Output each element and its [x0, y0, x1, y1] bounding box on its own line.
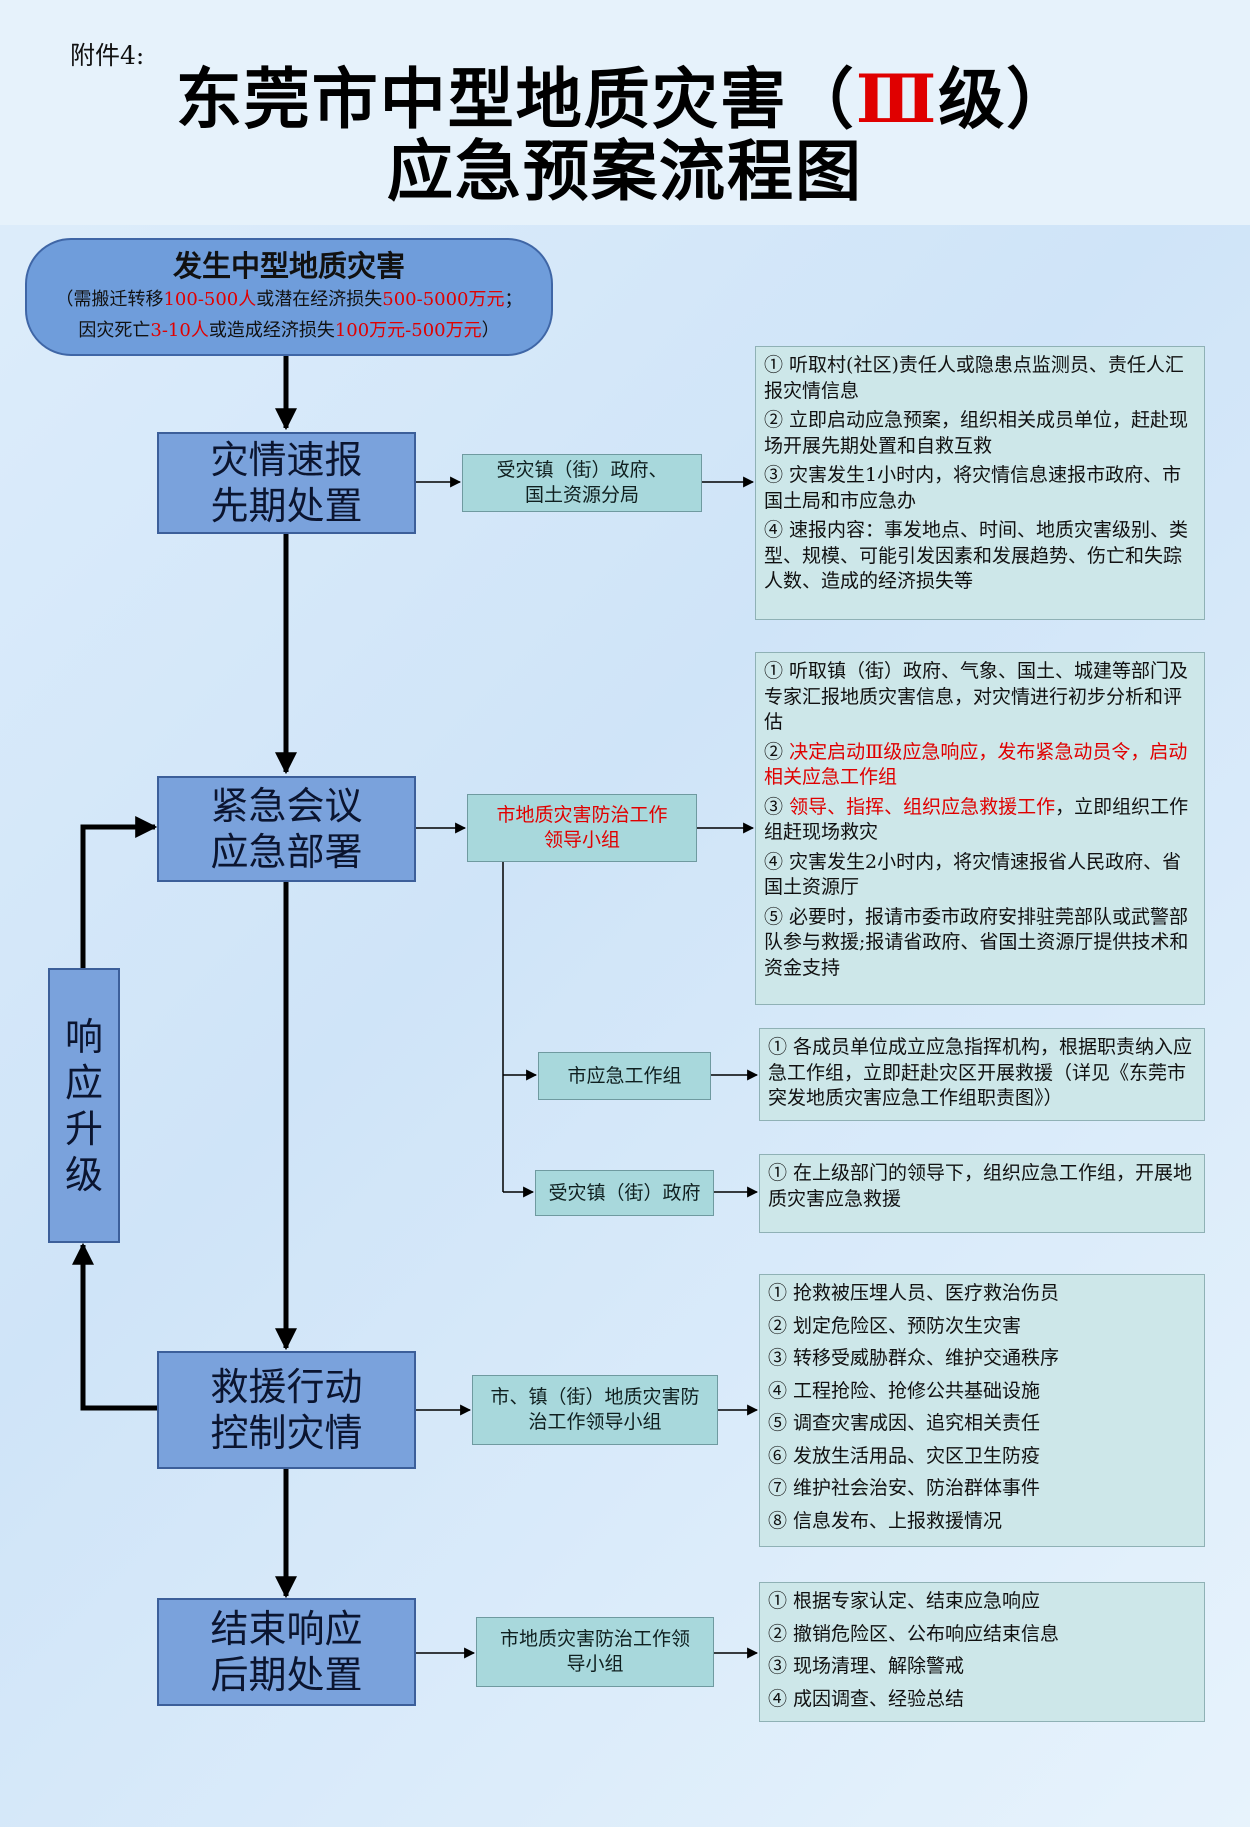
start-text: （需搬迁转移	[55, 289, 164, 310]
start-title: 发生中型地质灾害	[172, 249, 405, 283]
detail-item: ① 根据专家认定、结束应急响应	[768, 1590, 1041, 1612]
detail-item: ③ 领导、指挥、组织应急救援工作，立即组织工作组赶现场救灾	[764, 795, 1196, 846]
detail-item-text: ，立即组织工作组赶现场救灾	[764, 795, 1189, 844]
title-line-1: 东莞市中型地质灾害（Ⅲ级）	[0, 46, 1250, 142]
detail-town-govt: ① 在上级部门的领导下，组织应急工作组，开展地质灾害应急救援	[759, 1154, 1205, 1233]
org-label: 领导小组	[543, 829, 620, 851]
start-line-2: 因灾死亡3-10人或造成经济损失100万元-500万元）	[27, 315, 551, 346]
stage-emergency-meeting: 紧急会议 应急部署	[157, 776, 416, 882]
org-city-emergency-group: 市应急工作组	[538, 1052, 711, 1100]
annex-label: 附件4:	[70, 41, 145, 70]
detail-emergency-meeting: ① 听取镇（街）政府、气象、国土、城建等部门及专家汇报地质灾害信息，对灾情进行初…	[755, 652, 1205, 1005]
stage-label: 结束响应	[210, 1607, 363, 1651]
detail-item-marker: ③	[764, 795, 784, 818]
start-value-red: 100万元-500万元	[334, 320, 482, 341]
detail-item: ④ 工程抢险、抢修公共基础设施	[768, 1379, 1041, 1402]
detail-item: ② 决定启动Ⅲ级应急响应，发布紧急动员令，启动相关应急工作组	[764, 740, 1196, 791]
detail-item: ② 划定危险区、预防次生灾害	[768, 1314, 1022, 1337]
title-line-2: 应急预案流程图	[387, 132, 863, 210]
stage-label: 应急部署	[210, 830, 363, 874]
start-text: ；	[504, 289, 523, 310]
start-line-1: （需搬迁转移100-500人或潜在经济损失500-5000万元；	[27, 284, 551, 315]
stage-label: 先期处置	[210, 484, 363, 528]
arrow-upgrade-to-stage2	[80, 816, 158, 968]
upgrade-char: 响	[64, 1014, 103, 1059]
org-label: 导小组	[566, 1653, 624, 1675]
org-label: 市应急工作组	[567, 1064, 682, 1087]
stage-flash-report: 灾情速报 先期处置	[157, 432, 416, 534]
start-node: 发生中型地质灾害 （需搬迁转移100-500人或潜在经济损失500-5000万元…	[25, 238, 553, 356]
title-prefix: 东莞市中型地质灾害（	[175, 60, 856, 138]
detail-item-red: 领导、指挥、组织应急救援工作	[789, 795, 1056, 818]
start-text: 因灾死亡	[78, 320, 151, 341]
start-text: 或潜在经济损失	[256, 289, 383, 310]
org-label: 市地质灾害防治工作领	[499, 1628, 690, 1650]
detail-end-response: ① 根据专家认定、结束应急响应 ② 撤销危险区、公布响应结束信息 ③ 现场清理、…	[759, 1582, 1205, 1722]
detail-item: ⑥ 发放生活用品、灾区卫生防疫	[768, 1444, 1041, 1467]
org-label: 国土资源分局	[524, 484, 639, 506]
detail-item: ① 在上级部门的领导下，组织应急工作组，开展地质灾害应急救援	[768, 1162, 1193, 1210]
start-value-red: 500-5000万元	[382, 289, 505, 310]
detail-item: ③ 转移受威胁群众、维护交通秩序	[768, 1347, 1060, 1369]
detail-item: ⑧ 信息发布、上报救援情况	[768, 1509, 1003, 1532]
detail-item: ④ 灾害发生2小时内，将灾情速报省人民政府、省国土资源厅	[764, 850, 1182, 899]
detail-city-emergency-group: ① 各成员单位成立应急指挥机构，根据职责纳入应急工作组，立即赶赴灾区开展救援（详…	[759, 1028, 1205, 1121]
start-text: ）	[481, 320, 500, 341]
stage-label: 救援行动	[210, 1365, 363, 1409]
detail-rescue-action: ① 抢救被压埋人员、医疗救治伤员 ② 划定危险区、预防次生灾害 ③ 转移受威胁群…	[759, 1274, 1205, 1547]
detail-item: ⑤ 必要时，报请市委市政府安排驻莞部队或武警部队参与救援;报请省政府、省国土资源…	[764, 905, 1189, 979]
detail-item: ⑤ 调查灾害成因、追究相关责任	[768, 1412, 1041, 1434]
stage-label: 紧急会议	[210, 784, 363, 828]
detail-item-marker: ②	[764, 740, 784, 763]
org-label: 治工作领导小组	[528, 1411, 662, 1433]
upgrade-char: 应	[64, 1060, 103, 1105]
detail-item-red: 决定启动Ⅲ级应急响应，发布紧急动员令，启动相关应急工作组	[764, 740, 1188, 789]
org-label: 受灾镇（街）政府、	[496, 459, 668, 481]
detail-item: ② 立即启动应急预案，组织相关成员单位，赶赴现场开展先期处置和自救互救	[764, 409, 1189, 457]
upgrade-char: 升	[64, 1106, 103, 1151]
response-upgrade-box: 响 应 升 级	[48, 968, 120, 1243]
detail-flash-report: ① 听取村(社区)责任人或隐患点监测员、责任人汇报灾情信息 ② 立即启动应急预案…	[755, 346, 1205, 620]
start-value-red: 3-10人	[150, 320, 209, 341]
detail-item: ④ 成因调查、经验总结	[768, 1687, 965, 1710]
org-city-town-leading-group: 市、镇（街）地质灾害防 治工作领导小组	[472, 1375, 718, 1445]
stage-label: 灾情速报	[210, 438, 363, 482]
detail-item: ① 听取镇（街）政府、气象、国土、城建等部门及专家汇报地质灾害信息，对灾情进行初…	[764, 660, 1189, 733]
org-city-leading-group: 市地质灾害防治工作 领导小组	[467, 794, 697, 862]
detail-item: ⑦ 维护社会治安、防治群体事件	[768, 1477, 1041, 1499]
org-label: 市、镇（街）地质灾害防	[490, 1386, 700, 1408]
org-town-govt: 受灾镇（街）政府	[535, 1170, 714, 1216]
detail-item: ③ 现场清理、解除警戒	[768, 1655, 965, 1677]
detail-item: ③ 灾害发生1小时内，将灾情信息速报市政府、市国土局和市应急办	[764, 464, 1182, 512]
detail-item: ④ 速报内容：事发地点、时间、地质灾害级别、类型、规模、可能引发因素和发展趋势、…	[764, 519, 1189, 592]
title-level: Ⅲ	[855, 60, 939, 138]
header-band	[0, 0, 1250, 225]
org-town-govt-land-bureau: 受灾镇（街）政府、 国土资源分局	[462, 454, 702, 512]
start-value-red: 100-500人	[163, 289, 257, 310]
org-label: 受灾镇（街）政府	[548, 1181, 701, 1204]
detail-item: ① 抢救被压埋人员、医疗救治伤员	[768, 1282, 1060, 1304]
detail-item: ② 撤销危险区、公布响应结束信息	[768, 1622, 1060, 1645]
title-suffix: 级）	[938, 60, 1075, 138]
org-label: 市地质灾害防治工作	[496, 804, 668, 826]
detail-item: ① 听取村(社区)责任人或隐患点监测员、责任人汇报灾情信息	[764, 354, 1184, 402]
stage-label: 后期处置	[210, 1653, 363, 1697]
stage-label: 控制灾情	[210, 1411, 363, 1455]
stage-rescue-action: 救援行动 控制灾情	[157, 1351, 416, 1469]
arrow-stage3-to-upgrade	[72, 1242, 157, 1411]
detail-item: ① 各成员单位成立应急指挥机构，根据职责纳入应急工作组，立即赶赴灾区开展救援（详…	[768, 1036, 1193, 1109]
upgrade-char: 级	[64, 1152, 103, 1197]
start-text: 或造成经济损失	[208, 320, 335, 341]
org-city-leading-group-end: 市地质灾害防治工作领 导小组	[476, 1617, 714, 1687]
stage-end-response: 结束响应 后期处置	[157, 1598, 416, 1706]
